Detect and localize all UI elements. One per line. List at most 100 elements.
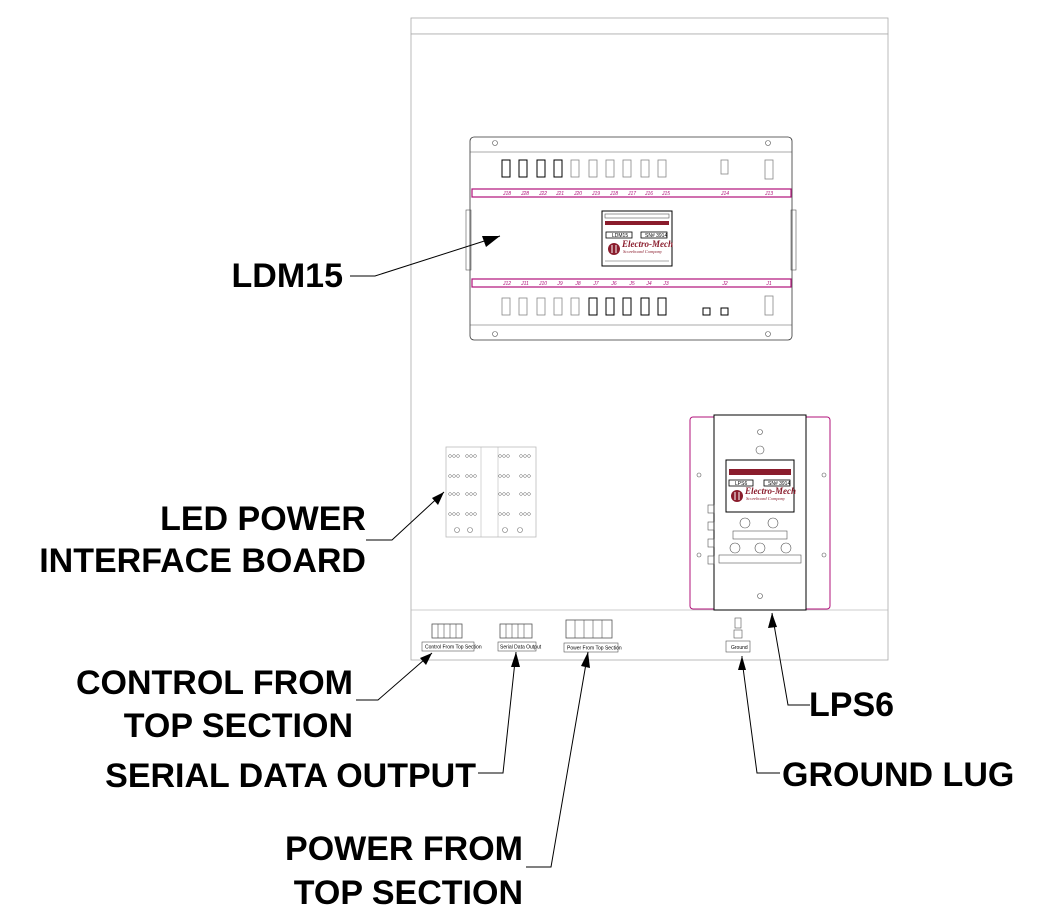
ground-terminal-label: Ground bbox=[731, 645, 748, 651]
board-pin bbox=[473, 492, 477, 496]
ground-lug: Ground bbox=[725, 617, 751, 653]
connector-number: J6 bbox=[610, 281, 617, 287]
board-pin bbox=[506, 474, 510, 478]
board-pin bbox=[448, 454, 452, 458]
connector-number: J22 bbox=[538, 191, 547, 197]
lps-label-brand: Electro-Mech bbox=[744, 486, 796, 496]
serial-terminal-block: Serial Data Output bbox=[497, 623, 542, 652]
board-pin bbox=[456, 474, 460, 478]
board-pin bbox=[473, 512, 477, 516]
board-pin bbox=[523, 492, 527, 496]
callout-ground-lug: GROUND LUG bbox=[782, 756, 1014, 794]
connector-number: J28 bbox=[520, 191, 529, 197]
connector-number: J2 bbox=[721, 281, 728, 287]
board-pin bbox=[523, 454, 527, 458]
board-pin bbox=[498, 492, 502, 496]
board-mount-hole bbox=[454, 527, 460, 533]
callout-control-line1: CONTROL FROM bbox=[76, 664, 353, 702]
control-terminal-block: Control From Top Section bbox=[421, 623, 482, 652]
board-pin bbox=[469, 454, 473, 458]
board-mount-hole bbox=[502, 527, 508, 533]
connector-number: J18 bbox=[609, 191, 618, 197]
board-mount-hole bbox=[517, 527, 523, 533]
board-pin bbox=[519, 492, 523, 496]
callout-ldm15: LDM15 bbox=[232, 257, 343, 295]
board-pin bbox=[519, 474, 523, 478]
board-pin bbox=[448, 512, 452, 516]
led-power-interface-board bbox=[445, 446, 537, 538]
board-pin bbox=[527, 512, 531, 516]
connector-number: J5 bbox=[628, 281, 635, 287]
ldm-bottom-connector-numbers: J12 J11 J10 J9 J8 J7 J6 J5 J4 J3 J2 J1 bbox=[502, 281, 772, 287]
board-pin bbox=[519, 512, 523, 516]
connector-number: J13 bbox=[764, 191, 773, 197]
board-pin bbox=[523, 512, 527, 516]
callout-led-power-line1: LED POWER bbox=[160, 500, 366, 538]
board-pin bbox=[527, 492, 531, 496]
board-pin bbox=[452, 492, 456, 496]
connector-number: J3 bbox=[662, 281, 669, 287]
board-pin bbox=[498, 454, 502, 458]
connector-number: J4 bbox=[645, 281, 652, 287]
connector-number: J11 bbox=[520, 281, 529, 287]
board-pin bbox=[502, 512, 506, 516]
connector-number: J9 bbox=[556, 281, 563, 287]
board-pin bbox=[527, 474, 531, 478]
connector-number: J14 bbox=[720, 191, 729, 197]
ldm-label-model: LDM15 bbox=[612, 233, 628, 239]
power-terminal-block: Power From Top Section bbox=[563, 619, 622, 653]
connector-number: J20 bbox=[573, 191, 582, 197]
ldm-label-brand-sub: Scoreboard Company bbox=[623, 249, 662, 254]
callout-lps6: LPS6 bbox=[809, 686, 894, 724]
callout-power-line2: TOP SECTION bbox=[294, 874, 523, 912]
board-pin bbox=[519, 454, 523, 458]
board-pin bbox=[465, 492, 469, 496]
connector-number: J1 bbox=[765, 281, 772, 287]
board-pin bbox=[498, 474, 502, 478]
board-mount-hole bbox=[467, 527, 473, 533]
board-pin-array bbox=[448, 454, 531, 533]
board-pin bbox=[523, 474, 527, 478]
board-pin bbox=[465, 512, 469, 516]
connector-number: J12 bbox=[502, 281, 511, 287]
board-pin bbox=[448, 474, 452, 478]
board-pin bbox=[465, 454, 469, 458]
connector-number: J15 bbox=[661, 191, 670, 197]
connector-number: J7 bbox=[592, 281, 599, 287]
board-pin bbox=[506, 492, 510, 496]
lps-label-brand-sub: Scoreboard Company bbox=[746, 496, 785, 501]
board-pin bbox=[502, 492, 506, 496]
board-pin bbox=[498, 512, 502, 516]
board-pin bbox=[473, 474, 477, 478]
ldm-top-connectors bbox=[501, 159, 774, 180]
board-pin bbox=[452, 454, 456, 458]
connector-number: J8 bbox=[574, 281, 581, 287]
board-pin bbox=[452, 512, 456, 516]
board-pin bbox=[506, 454, 510, 458]
callout-control-line2: TOP SECTION bbox=[124, 707, 353, 745]
board-pin bbox=[456, 492, 460, 496]
lps-label-serial: SN# 3914 bbox=[768, 481, 790, 487]
board-pin bbox=[527, 454, 531, 458]
callout-power-line1: POWER FROM bbox=[285, 830, 523, 868]
connector-number: J21 bbox=[555, 191, 564, 197]
board-pin bbox=[469, 492, 473, 496]
board-pin bbox=[502, 454, 506, 458]
connector-number: J19 bbox=[591, 191, 600, 197]
callout-led-power-line2: INTERFACE BOARD bbox=[39, 542, 366, 580]
board-pin bbox=[465, 474, 469, 478]
connector-number: J16 bbox=[644, 191, 653, 197]
ldm-bottom-connectors bbox=[501, 295, 774, 316]
board-pin bbox=[473, 454, 477, 458]
board-pin bbox=[506, 512, 510, 516]
callout-serial-data-output: SERIAL DATA OUTPUT bbox=[105, 757, 476, 795]
connector-number: J10 bbox=[538, 281, 547, 287]
leader-lines bbox=[350, 235, 810, 868]
board-pin bbox=[456, 512, 460, 516]
power-terminal-label: Power From Top Section bbox=[567, 646, 622, 652]
board-pin bbox=[452, 474, 456, 478]
connector-number: J18 bbox=[502, 191, 511, 197]
